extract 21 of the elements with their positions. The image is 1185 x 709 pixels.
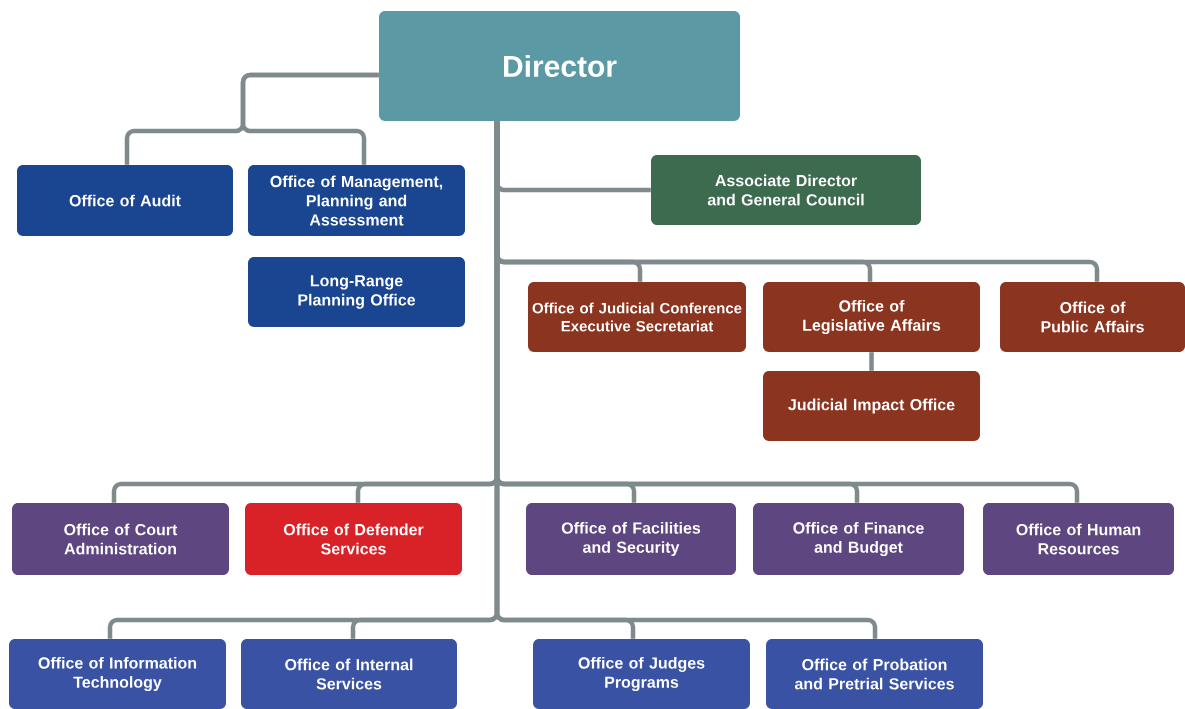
office-box: Office of Finance and Budget [753,503,964,575]
office-box: Office of Audit [17,165,233,236]
office-box: Office of Internal Services [241,639,457,709]
office-box: Judicial Impact Office [763,371,980,441]
office-box: Office of Human Resources [983,503,1174,575]
office-box: Office of Legislative Affairs [763,282,980,352]
office-box: Office of Court Administration [12,503,229,575]
title-box: Director [379,11,740,121]
connector-line [240,72,379,165]
office-box: Office of Public Affairs [1000,282,1185,352]
connector-line [494,121,878,639]
office-box: Office of Facilities and Security [526,503,736,575]
office-box: Office of Judicial Conference Executive Secretariat [528,282,746,352]
office-box: Office of Defender Services [245,503,462,575]
office-box: Long-Range Planning Office [248,257,465,327]
office-box: Office of Information Technology [9,639,226,709]
office-box: Associate Director and General Council [651,155,921,225]
connector-line [869,352,874,371]
office-box: Office of Management, Planning and Assessment [248,165,465,236]
office-box: Office of Probation and Pretrial Services [766,639,983,709]
office-box: Office of Judges Programs [533,639,750,709]
